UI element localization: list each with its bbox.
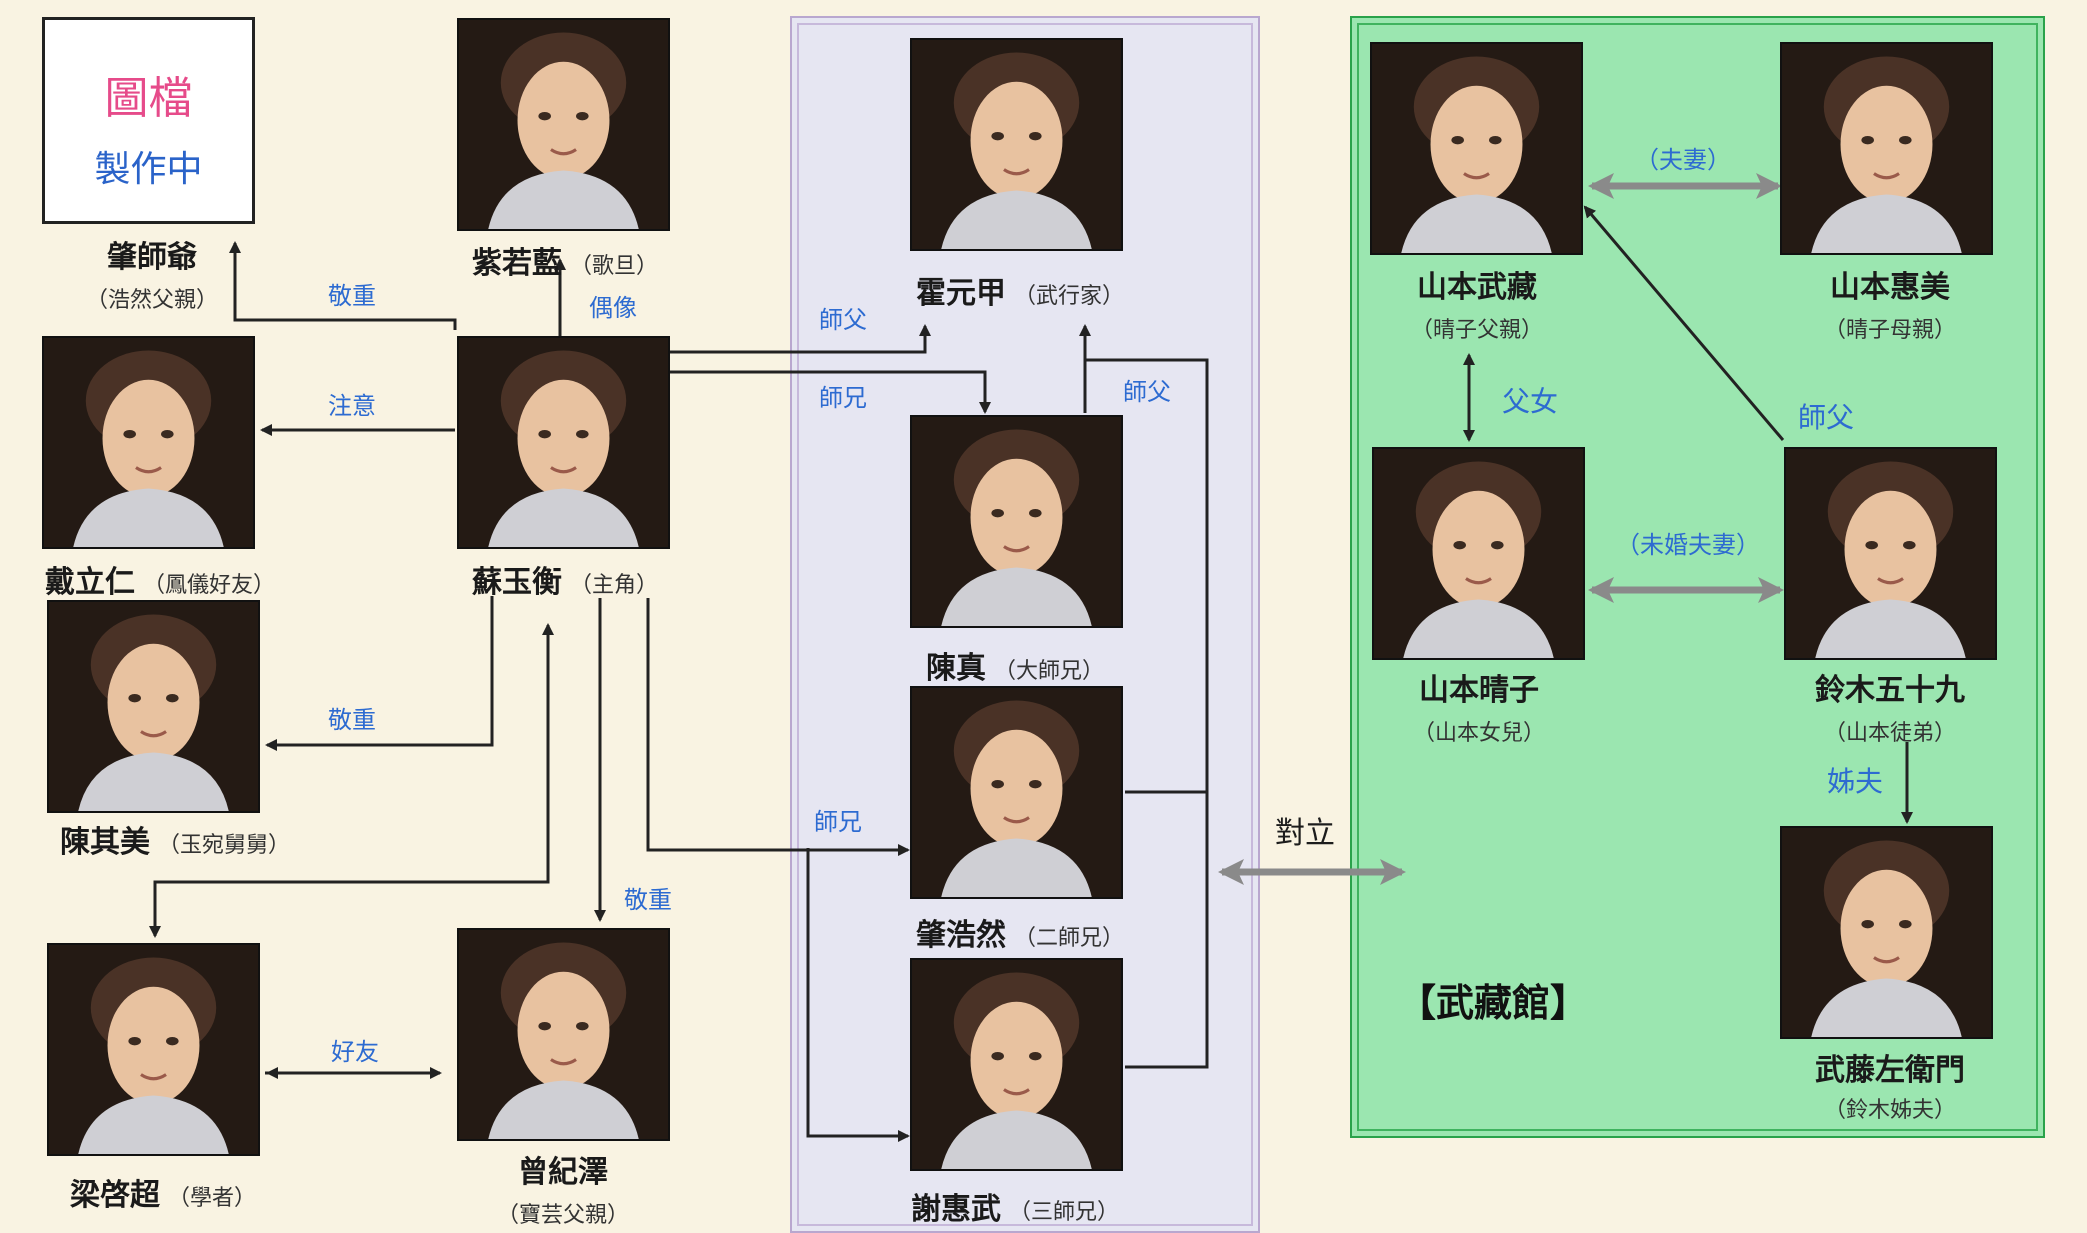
image-placeholder: 圖檔 製作中 [42, 17, 255, 224]
label-xie-huiwu: 謝惠武 （三師兄） [911, 1184, 1119, 1228]
label-zhao-haoran: 肇浩然 （二師兄） [916, 910, 1124, 954]
rel-respect-1: 敬重 [328, 282, 376, 310]
line-su-to-huo [668, 324, 931, 354]
rel-master-1: 師父 [819, 306, 867, 334]
label-chen-zhen: 陳真 （大師兄） [926, 643, 1104, 687]
name-zeng-jize: 曾紀澤 [518, 1155, 608, 1190]
portrait-huo-yuanjia [910, 38, 1123, 251]
rel-master-3: 師父 [1797, 401, 1855, 434]
role-chen-zhen: （大師兄） [993, 659, 1105, 684]
line-su-to-zhao [229, 241, 457, 330]
portrait-liang-qichao [47, 943, 260, 1156]
portrait-xie-huiwu [910, 958, 1123, 1171]
portrait-muto-saemon [1780, 826, 1993, 1039]
rel-respect-2: 敬重 [328, 706, 376, 734]
label-su-yuheng: 蘇玉衡 （主角） [472, 557, 658, 601]
rel-friends: 好友 [331, 1038, 379, 1066]
sub-yamamoto-emi: （晴子母親） [1823, 318, 1957, 343]
name-su-yuheng: 蘇玉衡 [471, 565, 562, 600]
line-su-to-zhaohr [646, 598, 910, 856]
portrait-dai-liren [42, 336, 255, 549]
name-huo-yuanjia: 霍元甲 [915, 276, 1006, 311]
name-liang-qichao: 梁啓超 [69, 1178, 160, 1213]
portrait-suzuki-isoku [1784, 447, 1997, 660]
name-chen-qimei: 陳其美 [59, 825, 150, 860]
line-su-to-chenzhen [668, 370, 991, 414]
sub-suzuki-isoku: （山本徒弟） [1823, 721, 1957, 746]
portrait-chen-qimei [47, 600, 260, 813]
label-huo-yuanjia: 霍元甲 （武行家） [916, 268, 1124, 312]
role-dai-liren: （鳳儀好友） [142, 573, 276, 598]
sub-muto-saemon: （鈴木姊夫） [1823, 1098, 1957, 1123]
line-to-xie [806, 848, 910, 1142]
line-su-to-chen [265, 596, 494, 751]
sub-yamamoto-haruko: （山本女兒） [1412, 721, 1546, 746]
label-chen-qimei: 陳其美 （玉宛舅舅） [60, 817, 290, 861]
role-huo-yuanjia: （武行家） [1013, 284, 1125, 309]
line-disciples-bracket [1125, 790, 1209, 1069]
name-yamamoto-emi: 山本惠美 [1830, 270, 1950, 305]
rel-father-daughter: 父女 [1501, 385, 1559, 418]
rel-senior-1: 師兄 [819, 384, 867, 412]
line-suzuki-to-musashi [1583, 205, 1785, 441]
rel-attention: 注意 [328, 392, 376, 420]
rel-respect-3: 敬重 [624, 886, 672, 914]
rel-spouses: （夫妻） [1635, 146, 1731, 174]
placeholder-subtitle: 製作中 [94, 149, 203, 190]
name-zhao-haoran: 肇浩然 [915, 918, 1006, 953]
label-zi-ruolan: 紫若藍 （歌旦） [472, 238, 658, 282]
name-chen-zhen: 陳真 [925, 651, 986, 686]
role-liang-qichao: （學者） [167, 1186, 257, 1211]
rel-senior-2: 師兄 [814, 808, 862, 836]
name-muto-saemon: 武藤左衛門 [1815, 1053, 1965, 1088]
portrait-yamamoto-emi [1780, 42, 1993, 255]
portrait-zi-ruolan [457, 18, 670, 231]
label-dai-liren: 戴立仁 （鳳儀好友） [45, 557, 275, 601]
portrait-su-yuheng [457, 336, 670, 549]
sub-zhao-shiye: （浩然父親） [85, 288, 219, 313]
name-yamamoto-musashi: 山本武藏 [1417, 270, 1537, 305]
rel-master-2: 師父 [1123, 378, 1171, 406]
portrait-yamamoto-musashi [1370, 42, 1583, 255]
portrait-zhao-haoran [910, 686, 1123, 899]
role-zhao-haoran: （二師兄） [1013, 926, 1125, 951]
rel-brother-in-law: 姊夫 [1826, 765, 1884, 798]
musashi-hall-title: 【武藏館】 [1398, 981, 1589, 1025]
sub-yamamoto-musashi: （晴子父親） [1410, 318, 1544, 343]
sub-zeng-jize: （寶芸父親） [496, 1203, 630, 1228]
name-xie-huiwu: 謝惠武 [910, 1192, 1001, 1227]
name-yamamoto-haruko: 山本晴子 [1419, 673, 1539, 708]
portrait-chen-zhen [910, 415, 1123, 628]
label-liang-qichao: 梁啓超 （學者） [70, 1170, 256, 1214]
rel-engaged: （未婚夫妻） [1616, 531, 1760, 559]
portrait-yamamoto-haruko [1372, 447, 1585, 660]
portrait-zeng-jize [457, 928, 670, 1141]
name-zi-ruolan: 紫若藍 [471, 246, 562, 281]
rel-idol: 偶像 [589, 294, 637, 322]
name-suzuki-isoku: 鈴木五十九 [1815, 673, 1965, 708]
rel-opposition: 對立 [1275, 816, 1335, 851]
role-chen-qimei: （玉宛舅舅） [157, 833, 291, 858]
role-zi-ruolan: （歌旦） [569, 254, 659, 279]
name-zhao-shiye: 肇師爺 [107, 240, 197, 275]
name-dai-liren: 戴立仁 [44, 565, 135, 600]
line-su-liang [149, 627, 550, 938]
role-xie-huiwu: （三師兄） [1008, 1200, 1120, 1225]
role-su-yuheng: （主角） [569, 573, 659, 598]
placeholder-title: 圖檔 [104, 73, 193, 124]
